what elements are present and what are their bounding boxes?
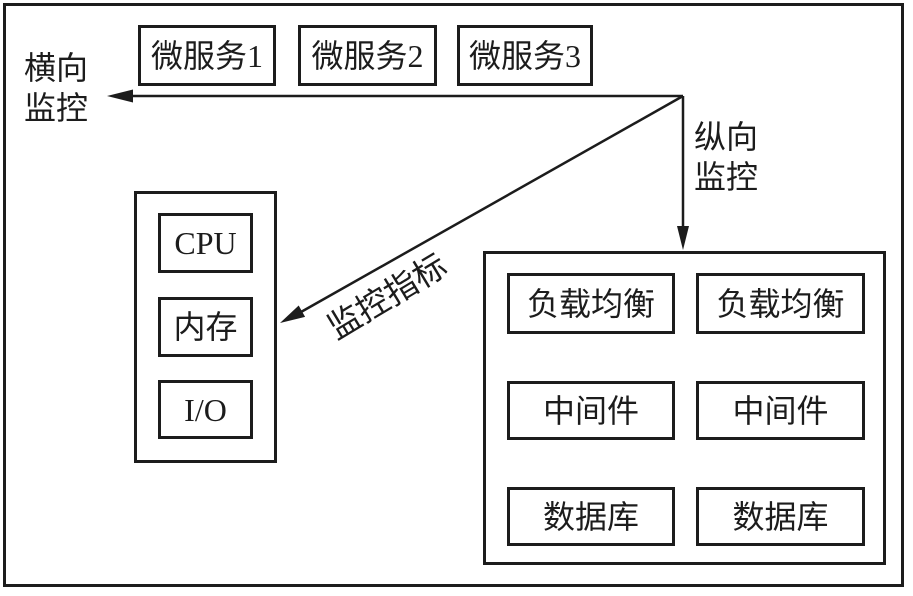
vertical-monitoring-line1: 纵向 (694, 119, 759, 155)
stack1-middleware-box: 中间件 (507, 381, 675, 440)
stack2-middleware-box: 中间件 (696, 381, 865, 440)
metrics-arrow (280, 94, 684, 323)
outer-border (3, 3, 904, 587)
host-metrics-container: CPU 内存 I/O (134, 191, 277, 463)
microservice-2-box: 微服务2 (298, 25, 437, 86)
stack1-load-balancer-box: 负载均衡 (507, 273, 675, 334)
memory-box: 内存 (158, 297, 253, 357)
stack2-database-box: 数据库 (696, 487, 865, 546)
vertical-monitoring-arrow (677, 96, 689, 250)
cluster-container: 负载均衡 中间件 数据库 负载均衡 中间件 数据库 (483, 251, 886, 565)
microservice-1-box: 微服务1 (138, 25, 276, 86)
stack1-database-box: 数据库 (507, 487, 675, 546)
horizontal-monitoring-line1: 横向 (24, 50, 89, 86)
horizontal-monitoring-line2: 监控 (24, 90, 89, 126)
cpu-box: CPU (158, 213, 253, 273)
stack2-load-balancer-box: 负载均衡 (696, 273, 865, 334)
horizontal-monitoring-arrow (107, 89, 683, 103)
vertical-monitoring-line2: 监控 (694, 159, 759, 195)
horizontal-monitoring-label: 横向 监控 (24, 48, 88, 128)
io-box: I/O (158, 380, 253, 439)
vertical-monitoring-label: 纵向 监控 (694, 117, 758, 197)
microservice-3-box: 微服务3 (457, 25, 593, 86)
